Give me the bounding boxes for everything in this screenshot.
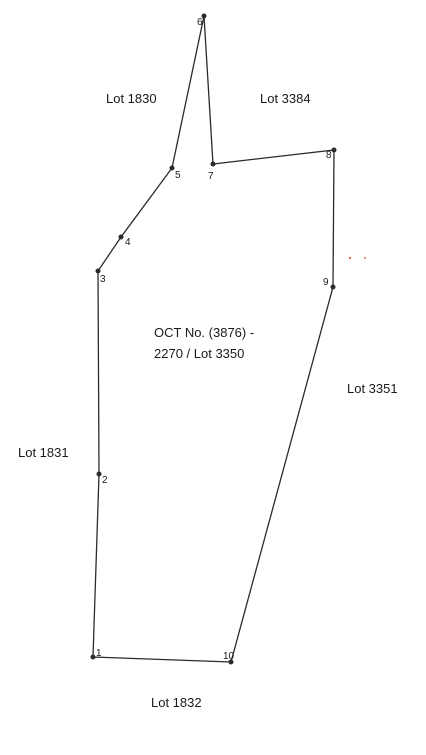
lot-label-north-east: Lot 3384: [260, 91, 311, 106]
lot-label-west: Lot 1831: [18, 445, 69, 460]
vertex-marker-4: [118, 234, 124, 240]
vertex-marker-6: [201, 13, 207, 19]
vertex-label-6: 6: [197, 17, 203, 28]
vertex-marker-2: [96, 471, 102, 477]
vertex-marker-10: [228, 659, 234, 665]
vertex-marker-7: [210, 161, 216, 167]
parcel-title-line-1: OCT No. (3876) -: [154, 325, 254, 340]
vertex-marker-3: [95, 268, 101, 274]
scan-speck: [348, 256, 352, 260]
vertex-label-9: 9: [323, 277, 329, 288]
vertex-label-5: 5: [175, 170, 181, 181]
lot-label-east: Lot 3351: [347, 381, 398, 396]
vertex-label-4: 4: [125, 237, 131, 248]
vertex-label-2: 2: [102, 475, 108, 486]
scan-speck: [364, 257, 366, 259]
vertex-marker-5: [169, 165, 175, 171]
vertex-label-1: 1: [96, 648, 102, 659]
vertex-label-3: 3: [100, 274, 106, 285]
lot-label-north-west: Lot 1830: [106, 91, 157, 106]
vertex-label-7: 7: [208, 171, 214, 182]
vertex-marker-1: [90, 654, 96, 660]
vertex-marker-8: [331, 147, 337, 153]
parcel-title-line-2: 2270 / Lot 3350: [154, 346, 244, 361]
vertex-label-8: 8: [326, 150, 332, 161]
lot-label-south: Lot 1832: [151, 695, 202, 710]
vertex-label-10: 10: [223, 651, 235, 662]
vertex-marker-9: [330, 284, 336, 290]
